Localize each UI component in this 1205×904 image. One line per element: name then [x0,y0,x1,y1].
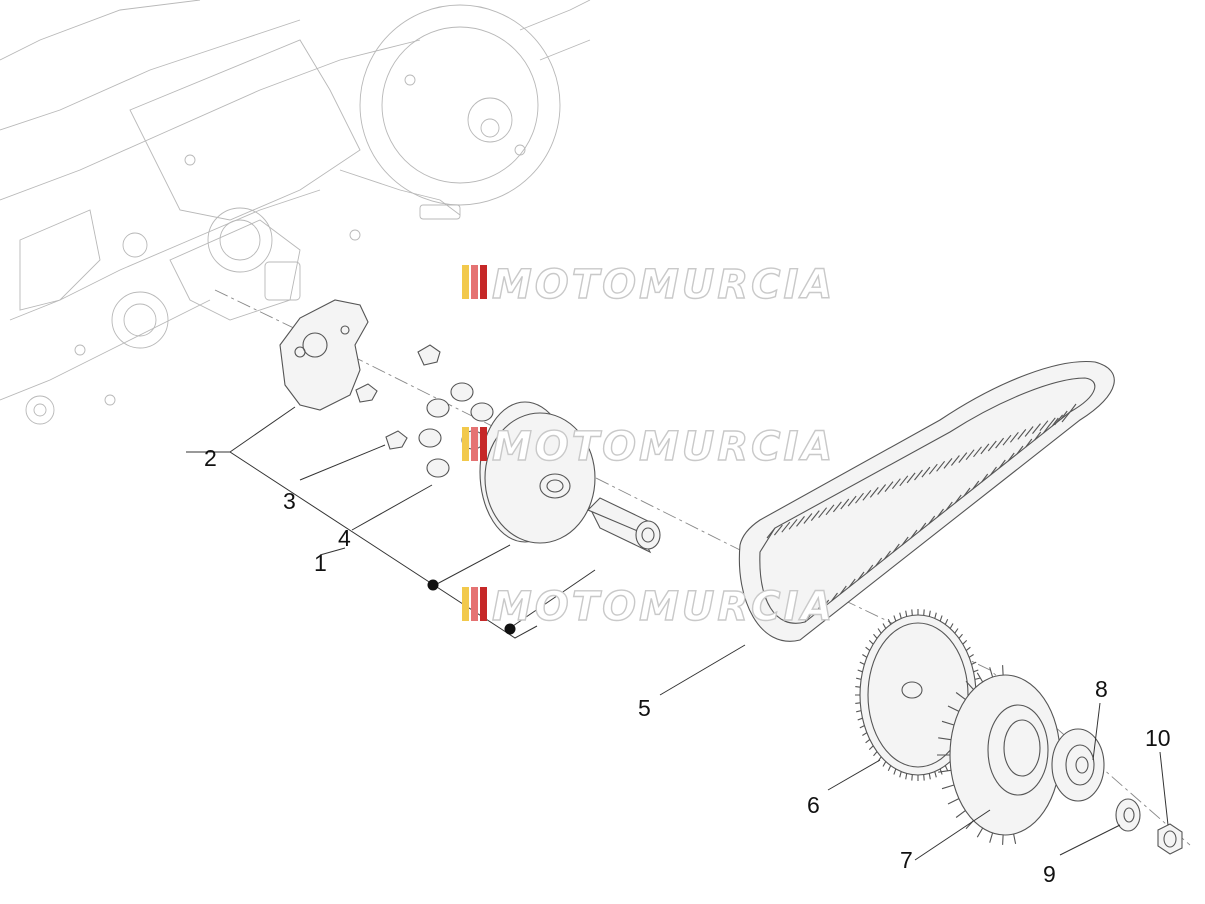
bushing [587,497,661,554]
leader-lines [186,406,1169,861]
callout-3: 3 [283,488,296,514]
part-2-ramp-plate [279,299,369,411]
part-10-nut [1157,823,1183,855]
part-8-hub [1051,728,1105,802]
callout-5: 5 [638,695,651,721]
watermark-1: MOTOMURCIA [462,261,835,309]
watermark-text: MOTOMURCIA [492,424,835,470]
part-7-clutch-bell [937,665,1061,845]
callout-9: 9 [1043,861,1056,887]
engine-casing-background [0,0,591,425]
part-9-washer [1115,798,1141,832]
callout-7: 7 [900,847,913,873]
watermark-text: MOTOMURCIA [492,584,835,630]
watermark-text: MOTOMURCIA [492,262,835,308]
callout-6: 6 [807,792,820,818]
watermark-3: MOTOMURCIA [462,583,835,631]
callout-labels: 2 3 4 1 5 6 7 8 9 10 [204,445,1171,887]
watermark-2: MOTOMURCIA [462,423,835,471]
callout-8: 8 [1095,676,1108,702]
callout-4: 4 [338,525,351,551]
part-5-drive-belt [738,360,1115,642]
callout-10: 10 [1145,725,1171,751]
callout-1: 1 [314,550,327,576]
callout-2: 2 [204,445,217,471]
bullet-dot [504,623,516,635]
variator-pulley [479,401,596,544]
part-3-sliders [355,344,441,450]
bullet-dot [427,579,439,591]
